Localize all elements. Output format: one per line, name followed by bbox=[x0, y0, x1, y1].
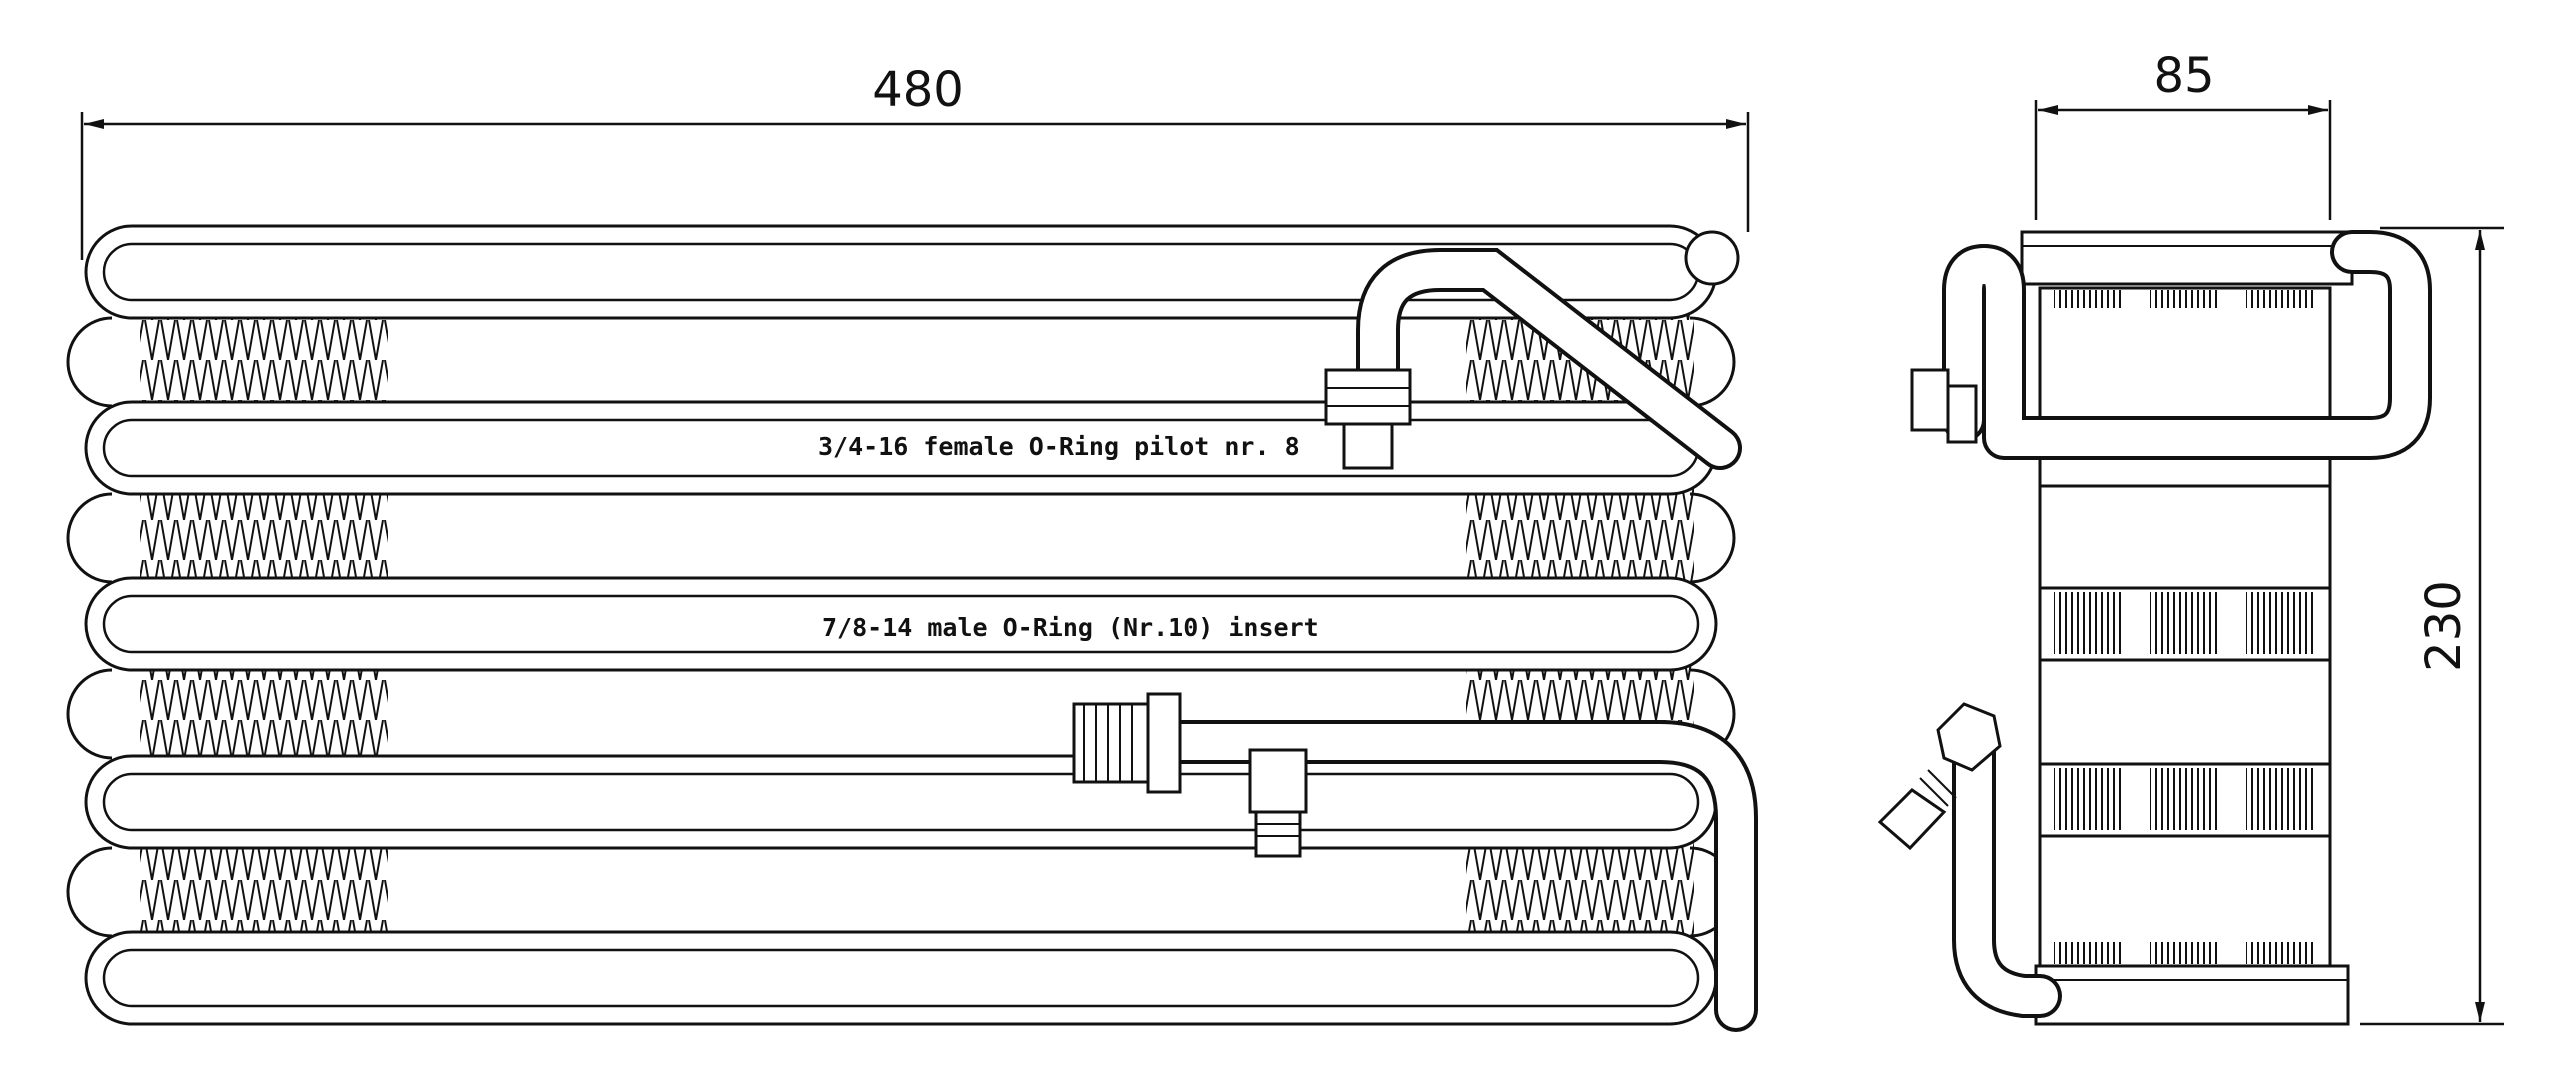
side-service-port bbox=[1877, 788, 1947, 851]
header-cap bbox=[1684, 230, 1740, 286]
serpentine-tubes bbox=[66, 224, 1740, 1026]
outlet-fitting bbox=[1342, 422, 1394, 470]
inlet-pipe bbox=[1072, 692, 1758, 1032]
height-dimension: 230 bbox=[2360, 226, 2504, 1026]
side-inlet-nut bbox=[1936, 702, 2002, 772]
outlet-fitting-note: 3/4-16 female O-Ring pilot nr. 8 bbox=[818, 432, 1300, 461]
tube-row bbox=[84, 576, 1718, 672]
tube-row bbox=[84, 930, 1718, 1026]
depth-dimension: 85 bbox=[2034, 48, 2332, 220]
inlet-thread bbox=[1072, 702, 1150, 784]
inlet-fitting-note: 7/8-14 male O-Ring (Nr.10) insert bbox=[822, 613, 1319, 642]
side-outlet-pipe bbox=[1910, 230, 2432, 460]
service-port-cap bbox=[1254, 810, 1302, 858]
side-fin-bands bbox=[2040, 290, 2330, 964]
front-view: 480 bbox=[66, 62, 1758, 1032]
outlet-nut bbox=[1324, 368, 1412, 426]
side-outlet-nut bbox=[1910, 368, 1950, 432]
inlet-nut bbox=[1146, 692, 1182, 794]
side-top-header bbox=[2020, 230, 2354, 286]
outlet-pipe bbox=[1324, 248, 1742, 470]
height-dimension-label: 230 bbox=[2416, 580, 2472, 672]
side-bottom-header bbox=[2034, 964, 2350, 1026]
tube-row bbox=[84, 754, 1718, 850]
service-port bbox=[1248, 748, 1308, 814]
width-dimension-label: 480 bbox=[872, 62, 964, 118]
side-inlet-pipe bbox=[1877, 702, 2062, 1018]
depth-dimension-label: 85 bbox=[2153, 48, 2214, 104]
width-dimension: 480 bbox=[80, 62, 1750, 260]
side-view: 85 230 bbox=[1877, 48, 2504, 1026]
